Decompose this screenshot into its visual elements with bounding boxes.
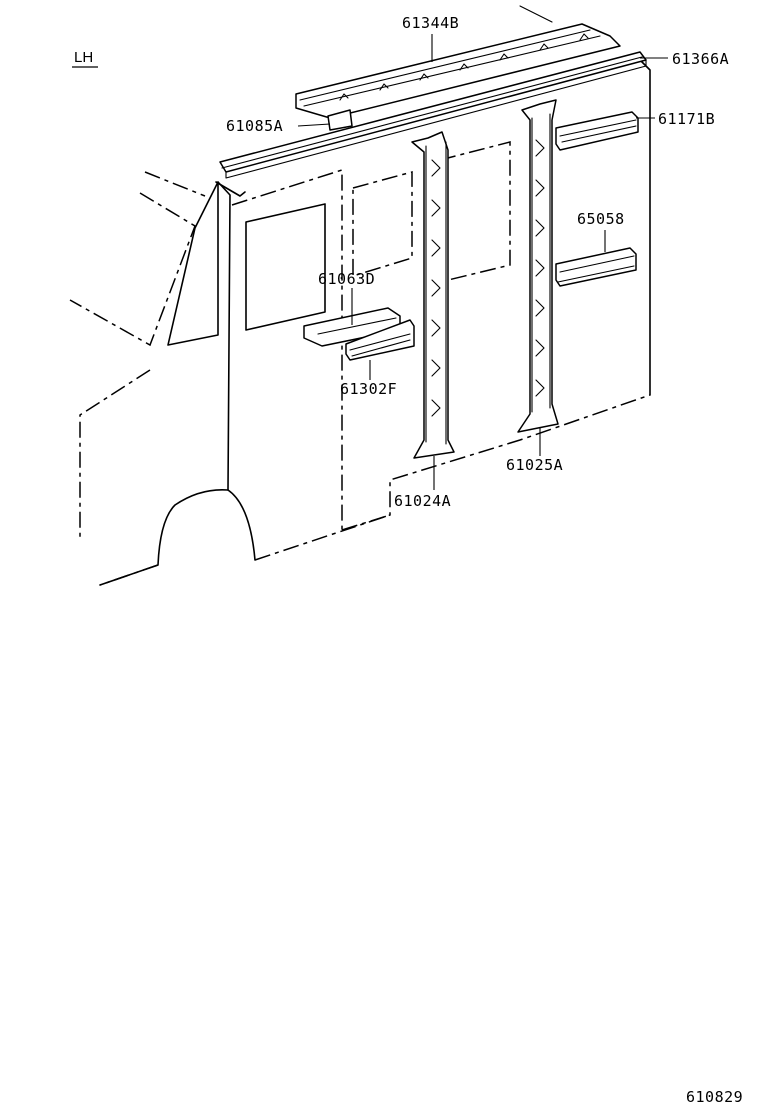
pillar-61024A <box>411 131 455 459</box>
side-label: LH <box>74 49 93 66</box>
part-number-61302F: 61302F <box>340 380 397 398</box>
part-number-65058: 65058 <box>577 210 625 228</box>
bracket-61302F <box>345 319 415 361</box>
part-number-61171B: 61171B <box>658 110 715 128</box>
part-number-61025A: 61025A <box>506 456 563 474</box>
vehicle-body-outline <box>69 59 651 586</box>
part-number-61085A: 61085A <box>226 117 283 135</box>
part-number-61024A: 61024A <box>394 492 451 510</box>
part-number-61344B: 61344B <box>402 14 459 32</box>
bracket-61171B <box>555 111 639 151</box>
roof-rail-61344B <box>295 5 621 119</box>
bracket-65058 <box>555 247 637 287</box>
part-number-61063D: 61063D <box>318 270 375 288</box>
diagram-code: 610829 <box>686 1088 743 1106</box>
roof-rail-61366A <box>219 51 647 179</box>
leader-lines <box>297 34 668 490</box>
pillar-61025A <box>517 99 559 433</box>
part-number-61366A: 61366A <box>672 50 729 68</box>
bracket-61085A <box>327 109 353 131</box>
